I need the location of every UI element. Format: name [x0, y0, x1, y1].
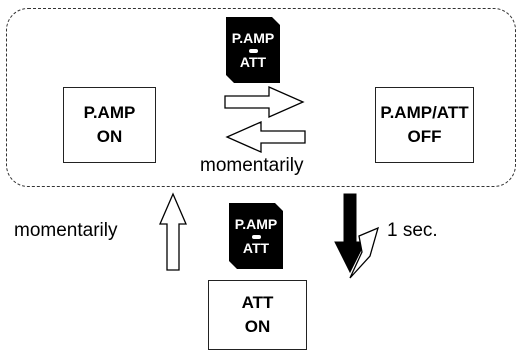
- pamp-on-box: P.AMP ON: [63, 87, 156, 163]
- pamp-att-off-label-1: P.AMP/ATT: [380, 103, 469, 122]
- arrow-right-icon: [224, 86, 305, 118]
- pamp-att-off-box: P.AMP/ATT OFF: [375, 87, 474, 163]
- pamp-att-key-middle: P.AMP ATT: [229, 203, 283, 269]
- key-middle-dash-icon: [252, 235, 261, 239]
- att-on-label-2: ON: [244, 317, 271, 336]
- key-middle-label-att: ATT: [242, 239, 270, 256]
- key-top-label-pamp: P.AMP: [231, 29, 275, 46]
- att-on-label-1: ATT: [241, 293, 274, 312]
- key-top-label-att: ATT: [239, 53, 267, 70]
- dashed-group-region: [6, 8, 516, 187]
- one-sec-caption: 1 sec.: [387, 220, 438, 241]
- key-middle-label-pamp: P.AMP: [234, 215, 278, 232]
- arrow-down-hold-icon: [334, 193, 379, 279]
- momentarily-caption-left: momentarily: [14, 220, 118, 241]
- pamp-on-label-1: P.AMP: [83, 103, 136, 122]
- momentarily-caption-center: momentarily: [200, 155, 304, 176]
- pamp-att-key-top: P.AMP ATT: [226, 17, 280, 83]
- pamp-on-label-2: ON: [96, 127, 123, 146]
- arrow-up-icon: [159, 192, 187, 271]
- key-top-dash-icon: [249, 49, 258, 53]
- pamp-att-off-label-2: OFF: [407, 127, 442, 146]
- att-on-box: ATT ON: [208, 280, 307, 350]
- arrow-left-icon: [225, 121, 306, 153]
